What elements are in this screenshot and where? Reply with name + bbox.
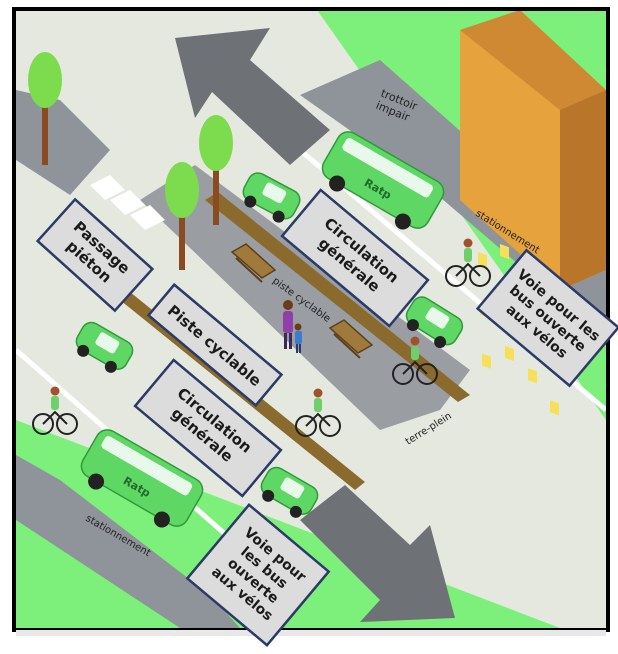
car-window <box>280 477 305 499</box>
cyclist <box>32 386 78 435</box>
car <box>75 321 134 373</box>
bike-frame <box>42 410 68 425</box>
bus: Ratp <box>80 429 204 528</box>
arrow-down-right <box>300 485 455 622</box>
tree <box>199 115 233 225</box>
bike-frame <box>305 412 331 427</box>
car-window <box>262 182 287 204</box>
tree <box>28 52 62 165</box>
building-window <box>505 345 514 362</box>
building-window <box>550 400 559 416</box>
bike-frame <box>455 262 481 277</box>
bike-wheel <box>295 415 317 437</box>
pedestrians <box>283 300 302 353</box>
car-wheel <box>244 195 257 208</box>
bus-wheel <box>394 213 411 230</box>
cyclist <box>392 336 438 385</box>
car-window <box>425 307 450 329</box>
cyclist-head <box>50 386 60 396</box>
bus-wheel <box>88 473 105 490</box>
trees <box>28 52 233 270</box>
sidewalk-bottom-left <box>16 455 240 628</box>
building-window <box>500 243 509 260</box>
bench-lower <box>328 319 374 359</box>
cyclist-head <box>410 336 420 346</box>
bike-wheel <box>32 413 54 435</box>
car-wheel <box>104 360 117 373</box>
bench-upper <box>230 243 277 283</box>
cyclist-head <box>313 388 323 398</box>
label-box-voie-bus-bottom: Voie pour les bus ouverte aux vélos <box>185 503 331 647</box>
building <box>460 11 606 290</box>
cyclist <box>295 388 341 437</box>
building-window <box>528 368 537 384</box>
tree-trunk <box>42 95 48 165</box>
car <box>242 172 301 223</box>
car-wheel <box>434 336 447 349</box>
cyclists <box>32 238 491 437</box>
cyclist-body <box>411 346 419 360</box>
cyclist-body <box>314 398 322 412</box>
median-terre-plein <box>140 165 470 430</box>
bus-window <box>101 436 193 496</box>
bus-body <box>80 429 204 527</box>
tree-trunk <box>179 205 185 270</box>
tree-foliage <box>199 115 233 171</box>
building-window <box>482 353 491 369</box>
bike-frame <box>402 360 428 375</box>
arrow-up-left <box>175 28 330 165</box>
bike-wheel <box>445 265 467 287</box>
car-wheel <box>77 344 90 357</box>
car <box>405 296 464 349</box>
building-window <box>478 251 487 268</box>
tree <box>165 162 199 270</box>
cyclist-body <box>464 248 472 262</box>
cyclist <box>445 238 491 287</box>
tree-trunk <box>213 158 219 225</box>
label-box-voie-bus-right: Voie pour les bus ouverte aux vélos <box>475 248 618 388</box>
cyclist-head <box>463 238 473 248</box>
car-wheel <box>289 505 302 518</box>
tree-foliage <box>165 162 199 218</box>
bike-wheel <box>56 413 78 435</box>
bike-wheel <box>416 363 438 385</box>
car-wheel <box>262 489 275 502</box>
car-window <box>95 332 120 354</box>
bus-body <box>321 131 445 229</box>
bus: Ratp <box>321 131 445 230</box>
bike-wheel <box>319 415 341 437</box>
bike-lane-upper <box>205 192 470 402</box>
bike-wheel <box>392 363 414 385</box>
car <box>260 466 319 518</box>
bus-window <box>342 138 434 198</box>
sidewalk-upper-left <box>16 90 110 195</box>
tree-foliage <box>28 52 62 108</box>
car-wheel <box>272 210 285 223</box>
crosswalk <box>90 175 165 230</box>
cyclist-body <box>51 396 59 410</box>
bus-wheel <box>153 511 170 528</box>
car-wheel <box>406 319 419 332</box>
bus-wheel <box>329 175 346 192</box>
bike-wheel <box>469 265 491 287</box>
